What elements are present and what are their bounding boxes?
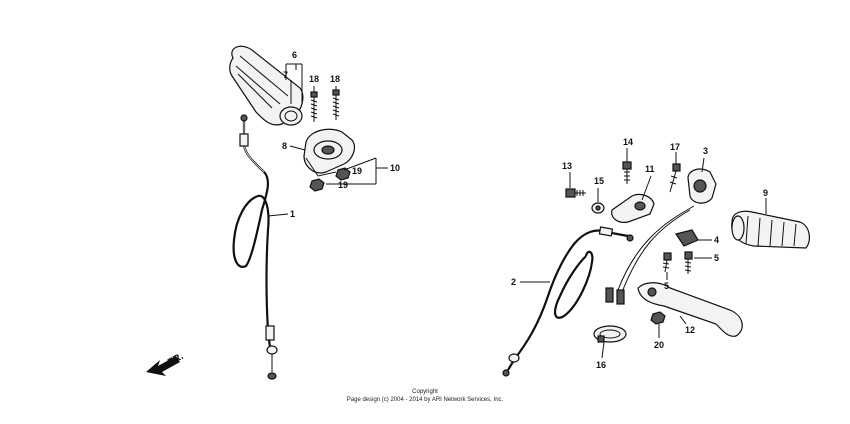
screw-part-18a[interactable]: [310, 91, 318, 122]
throttle-housing-part[interactable]: [303, 128, 356, 177]
lever-holder-part[interactable]: [687, 168, 717, 204]
bolt-part-13[interactable]: [565, 188, 586, 198]
callout-1: 1: [290, 209, 295, 219]
front-direction-arrow-icon: [146, 356, 180, 376]
callout-4: 4: [714, 235, 719, 245]
callout-2: 2: [511, 277, 516, 287]
callout-18a: 18: [309, 74, 319, 84]
nut-part-19a[interactable]: [335, 167, 351, 181]
callout-3: 3: [703, 146, 708, 156]
callout-5b: 5: [664, 281, 669, 291]
callout-7: 7: [283, 70, 288, 80]
callout-16: 16: [596, 360, 606, 370]
copyright-line-1: Copyright: [412, 389, 438, 395]
copyright-line-2: Page design (c) 2004 - 2014 by ARI Netwo…: [347, 397, 504, 403]
callout-8: 8: [282, 141, 287, 151]
clutch-lever-part[interactable]: [637, 282, 743, 337]
callout-19b: 19: [338, 180, 348, 190]
washer-part-15[interactable]: [591, 202, 605, 214]
nut-part-20[interactable]: [650, 311, 666, 325]
lever-pivot-part[interactable]: [675, 229, 699, 247]
clutch-cable-part[interactable]: [502, 226, 634, 377]
bolt-part-17[interactable]: [669, 163, 681, 193]
callout-18b: 18: [330, 74, 340, 84]
callout-15: 15: [594, 176, 604, 186]
bolt-part-5b[interactable]: [662, 252, 672, 273]
callout-9: 9: [763, 188, 768, 198]
callout-5a: 5: [714, 253, 719, 263]
callout-12: 12: [685, 325, 695, 335]
callout-14: 14: [623, 137, 633, 147]
throttle-cable-part[interactable]: [232, 114, 278, 380]
front-direction-label: FR.: [166, 351, 186, 369]
bolt-part-5a[interactable]: [684, 251, 693, 274]
callout-17: 17: [670, 142, 680, 152]
callout-13: 13: [562, 161, 572, 171]
bolt-part-14[interactable]: [622, 161, 632, 184]
left-grip-part[interactable]: [731, 210, 810, 249]
callout-19a: 19: [352, 166, 362, 176]
callout-11: 11: [645, 164, 655, 174]
nut-part-19b[interactable]: [309, 178, 325, 192]
callout-10: 10: [390, 163, 400, 173]
throttle-grip-part[interactable]: [229, 45, 304, 126]
lever-clamp-part[interactable]: [611, 193, 655, 223]
screw-part-18b[interactable]: [332, 89, 340, 120]
cable-clamp-part[interactable]: [593, 325, 627, 343]
callout-6: 6: [292, 50, 297, 60]
callout-20: 20: [654, 340, 664, 350]
